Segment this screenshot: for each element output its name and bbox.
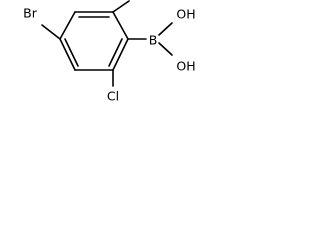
methyl-bond <box>112 0 130 13</box>
ring-bond-bottom-right <box>112 38 129 71</box>
hydroxyl-top-bond <box>158 22 173 36</box>
bromine-label: Br <box>23 6 38 21</box>
molecule-diagram: Br B OH OH Cl <box>23 0 196 104</box>
boron-label: B <box>149 33 158 48</box>
double-bond-right <box>108 38 123 67</box>
ring-bond-top-left <box>59 11 76 40</box>
ring-bond-bottom-left <box>59 38 76 71</box>
benzene-ring <box>59 11 129 71</box>
ring-bond-top-right <box>112 11 129 40</box>
bromine-bond <box>41 24 61 40</box>
hydroxyl-top-label: OH <box>176 7 195 22</box>
double-bond-left <box>64 38 79 67</box>
hydroxyl-bottom-bond <box>158 42 173 56</box>
hydroxyl-bottom-label: OH <box>176 59 195 74</box>
chlorine-label: Cl <box>107 89 119 104</box>
